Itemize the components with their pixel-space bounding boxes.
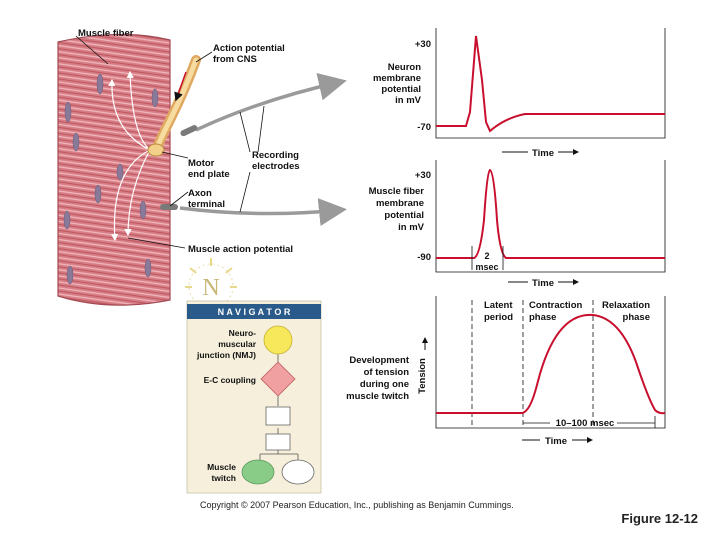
p3-relaxation-1: Relaxation — [602, 300, 650, 311]
label-motor-1: Motor — [188, 158, 215, 169]
nav-step1-1: Neuro- — [229, 328, 257, 338]
p2-ylabel-2: membrane — [376, 198, 424, 209]
p2-ylabel-3: potential — [384, 210, 424, 221]
p3-latent-1: Latent — [484, 300, 513, 311]
figure-caption: Figure 12-12 — [621, 511, 698, 526]
p2-ylabel-4: in mV — [398, 222, 425, 233]
recording-electrode-muscle — [179, 198, 347, 227]
label-recording-2: electrodes — [252, 161, 300, 172]
copyright-notice: Copyright © 2007 Pearson Education, Inc.… — [200, 500, 514, 510]
label-ap-cns-2: from CNS — [213, 54, 257, 65]
navigator-box: N N A V I G A T O R Neuro- muscular junc… — [185, 258, 322, 494]
propagation-arrows — [108, 70, 151, 242]
p2-ytick-top: +30 — [415, 170, 431, 181]
label-axon-2: terminal — [188, 199, 225, 210]
p1-frame — [435, 28, 666, 139]
panel-neuron-ap: +30 -70 Neuron membrane potential in mV … — [373, 28, 666, 159]
nav-step1-2: muscular — [218, 339, 256, 349]
p3-ylabel-2: of tension — [364, 367, 410, 378]
label-recording-1: Recording — [252, 150, 299, 161]
p1-ylabel-1: Neuron — [388, 62, 421, 73]
panel-muscle-ap: +30 -90 Muscle fiber membrane potential … — [369, 160, 666, 289]
p1-ylabel-4: in mV — [395, 95, 422, 106]
p3-axis-tension: Tension — [417, 358, 428, 394]
p3-ylabel-4: muscle twitch — [346, 391, 409, 402]
p1-ytick-top: +30 — [415, 39, 431, 50]
p3-ylabel-1: Development — [349, 355, 409, 366]
label-muscle-ap: Muscle action potential — [188, 244, 293, 255]
p1-trace — [436, 35, 665, 133]
label-muscle-fiber: Muscle fiber — [78, 28, 134, 39]
p3-frame — [435, 296, 666, 429]
p2-ylabel-1: Muscle fiber — [369, 186, 425, 197]
compass-letter: N — [202, 275, 219, 301]
nav-node-3 — [265, 406, 291, 426]
p3-ylabel-3: during one — [360, 379, 409, 390]
muscle-fiber-illustration: Muscle fiber Action potential from CNS M… — [57, 28, 347, 306]
p1-ylabel-3: potential — [381, 84, 421, 95]
p3-xlabel: Time — [545, 436, 567, 447]
p2-xlabel: Time — [532, 278, 554, 289]
p3-contraction-2: phase — [529, 312, 556, 323]
p3-latent-2: period — [484, 312, 513, 323]
p1-xlabel: Time — [532, 148, 554, 159]
p3-trace — [436, 313, 666, 415]
nav-step2: E-C coupling — [204, 375, 256, 385]
p2-duration-2: msec — [475, 262, 498, 272]
p3-duration: 10–100 msec — [556, 418, 615, 429]
label-motor-2: end plate — [188, 169, 230, 180]
nuclei — [63, 73, 159, 285]
label-axon-1: Axon — [188, 188, 212, 199]
nav-node-nmj — [263, 325, 293, 355]
nav-node-alt — [281, 459, 315, 485]
nav-node-4 — [265, 433, 291, 451]
nav-step5-1: Muscle — [207, 462, 236, 472]
panel-twitch: Development of tension during one muscle… — [346, 296, 666, 447]
p2-trace — [436, 168, 665, 259]
nav-node-twitch — [241, 459, 275, 485]
p1-ylabel-2: membrane — [373, 73, 421, 84]
motor-end-plate — [147, 143, 165, 157]
label-ap-cns-1: Action potential — [213, 43, 285, 54]
recording-electrode-neuron — [195, 72, 347, 132]
p2-frame — [435, 160, 666, 273]
nav-step1-3: junction (NMJ) — [196, 350, 256, 360]
nav-node-ec-coupling — [260, 361, 296, 397]
p2-duration-1: 2 — [484, 251, 489, 261]
navigator-title: N A V I G A T O R — [218, 307, 291, 317]
p2-ytick-bottom: -90 — [417, 252, 431, 263]
p1-ytick-bottom: -70 — [417, 122, 431, 133]
nav-step5-2: twitch — [211, 473, 236, 483]
p3-relaxation-2: phase — [623, 312, 650, 323]
p3-contraction-1: Contraction — [529, 300, 583, 311]
compass-icon: N — [185, 258, 237, 309]
